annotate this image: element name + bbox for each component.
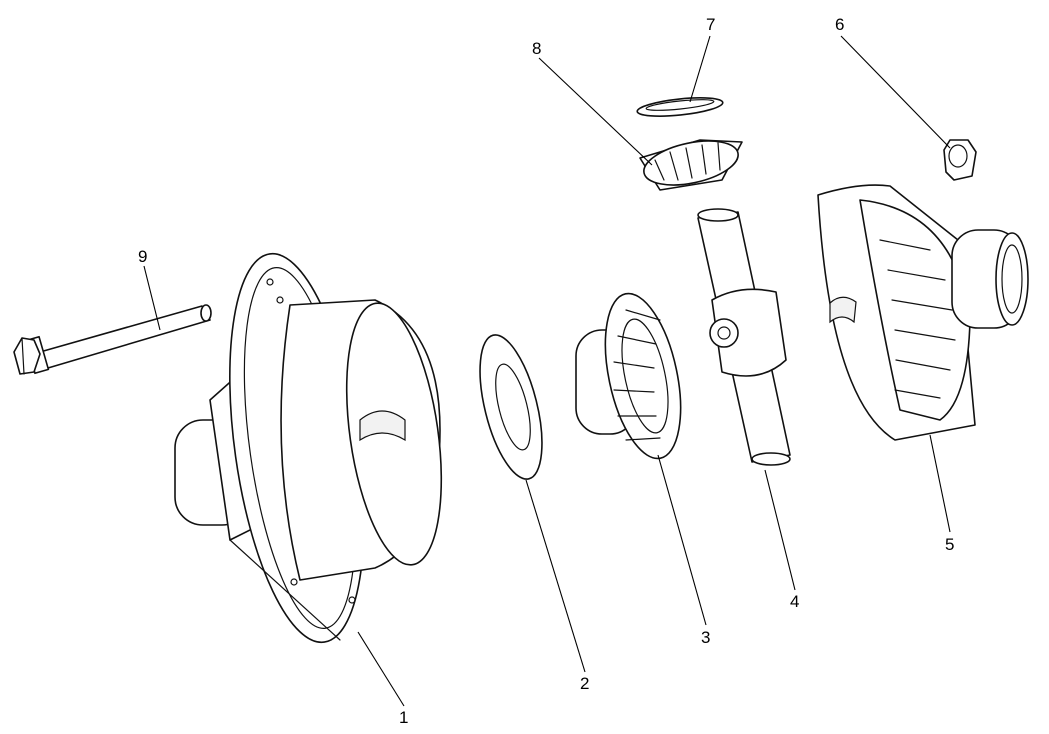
leader-9 [143,265,161,331]
part-6-nut [943,139,977,181]
callout-2: 2 [580,674,589,693]
leader-3 [657,454,707,626]
leader-4 [764,469,796,591]
callout-6: 6 [835,15,844,34]
part-9-bolt [13,304,212,375]
callout-3: 3 [701,628,710,647]
callouts: 1 2 3 4 5 6 7 8 9 [138,15,954,727]
leader-2 [525,479,586,673]
part-7-dished-washer [636,97,724,117]
callout-7: 7 [706,15,715,34]
callout-4: 4 [790,592,799,611]
part-1-carrier-housing [174,252,443,644]
callout-9: 9 [138,247,147,266]
leader-6 [840,35,951,149]
part-3-side-gear [575,292,682,460]
callout-8: 8 [532,39,541,58]
part-8-pinion-gear [639,139,743,191]
leader-lines [143,35,951,707]
leader-7 [689,35,711,103]
callout-1: 1 [399,708,408,727]
part-2-thrust-washer [479,334,543,480]
part-4-cross-shaft [697,208,791,466]
leader-8 [538,57,653,166]
leader-5 [929,434,951,533]
callout-5: 5 [945,535,954,554]
part-5-carrier-cover [817,184,1029,441]
leader-1 [357,631,405,707]
